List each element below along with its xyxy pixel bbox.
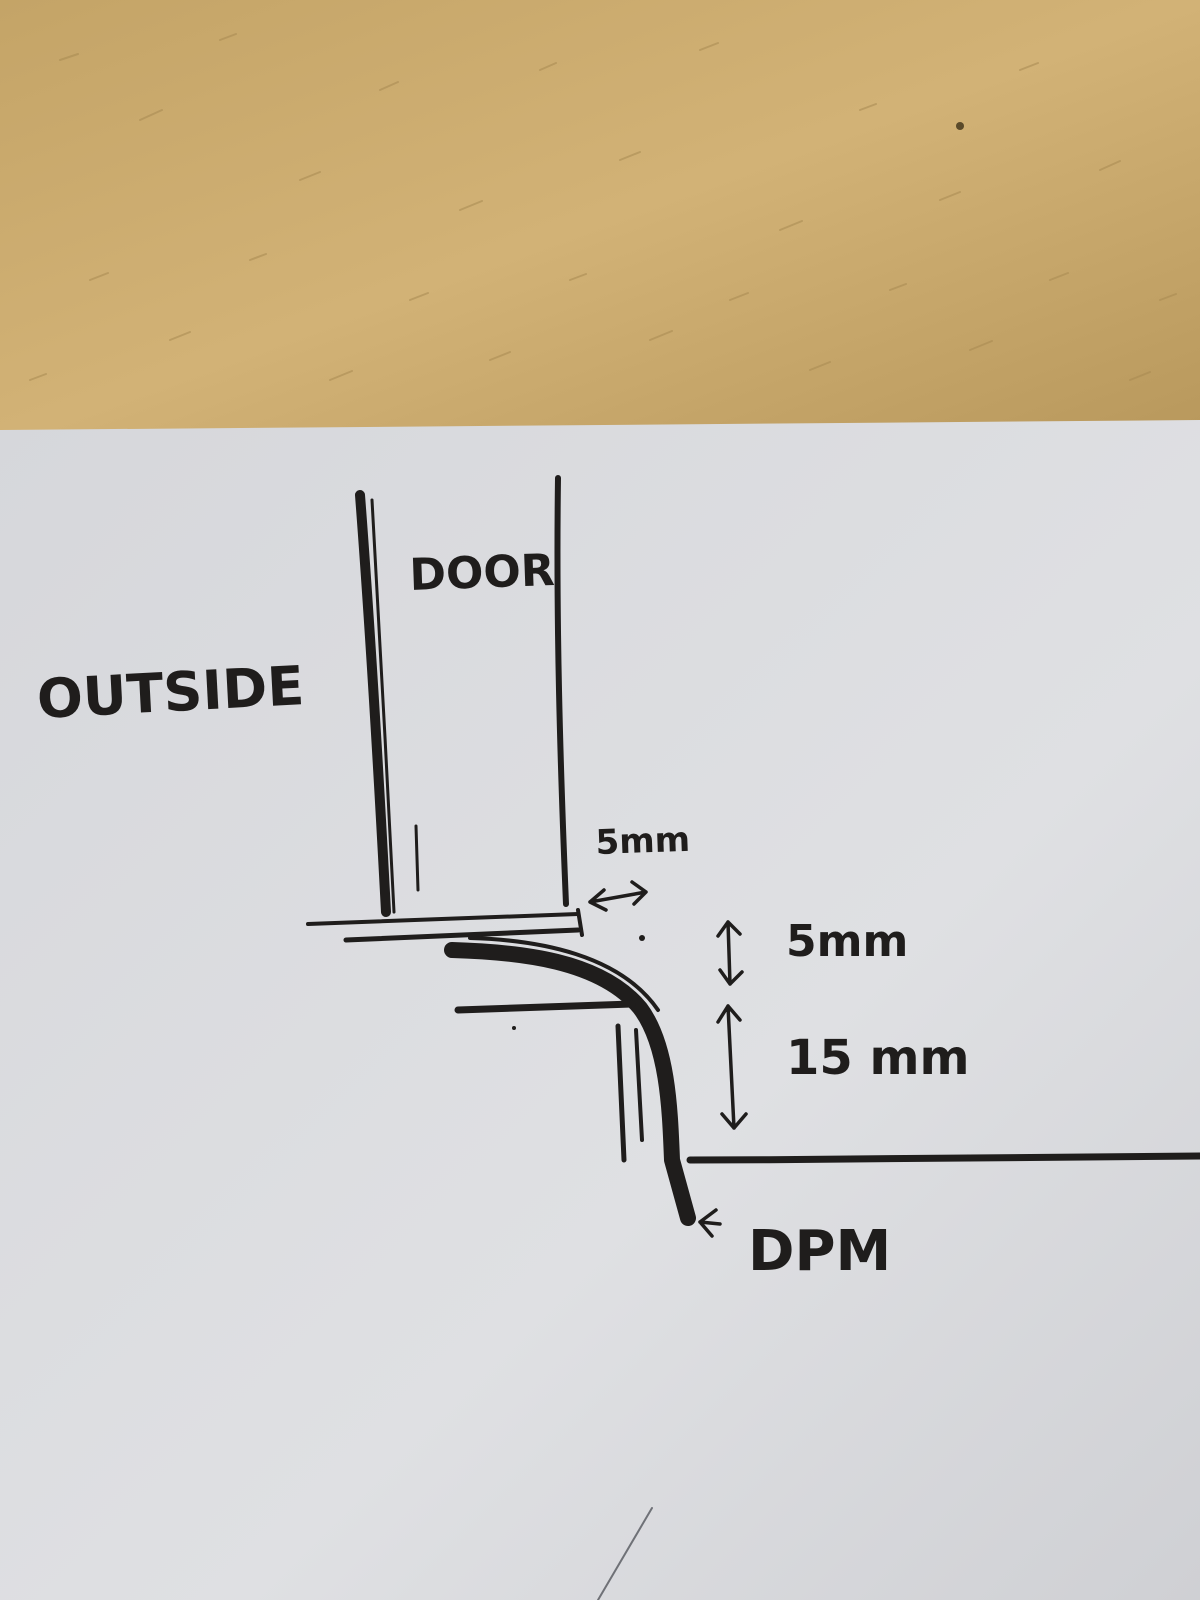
gap-5mm-vertical-label: 5mm (786, 916, 908, 967)
door-mark (414, 824, 420, 892)
drawing (306, 475, 1200, 1600)
pen-dot (512, 1026, 516, 1030)
dim-arrow-15mm (716, 1004, 748, 1130)
step-tread (454, 1000, 636, 1014)
threshold-end (576, 908, 584, 937)
step-15mm-label: 15 mm (786, 1030, 970, 1086)
door-label: DOOR (409, 545, 556, 601)
dpm-membrane (444, 942, 696, 1226)
door-left-inner (370, 498, 396, 914)
dpm-membrane-outer (468, 936, 660, 1012)
wood-grain (29, 33, 1177, 381)
door-left-edge (355, 490, 391, 917)
step-riser-outer (615, 1023, 627, 1163)
desk-surface (0, 0, 1200, 440)
stray-line (597, 1507, 653, 1600)
dpm-label: DPM (748, 1219, 891, 1284)
step-riser-inner (634, 1028, 644, 1142)
paper-sheet (0, 420, 1200, 1600)
floor-line (686, 1152, 1200, 1164)
dpm-pointer-arrow (698, 1208, 722, 1238)
pen-dot (639, 935, 645, 941)
desk-speck (956, 122, 964, 130)
threshold-top (306, 912, 580, 926)
threshold-bottom (343, 927, 581, 943)
door-right-edge (554, 475, 569, 907)
dim-arrow-5mm-horizontal (588, 880, 648, 912)
outside-label: OUTSIDE (35, 654, 305, 731)
dim-arrow-5mm-vertical (716, 920, 744, 986)
gap-5mm-horizontal-label: 5mm (595, 820, 691, 863)
